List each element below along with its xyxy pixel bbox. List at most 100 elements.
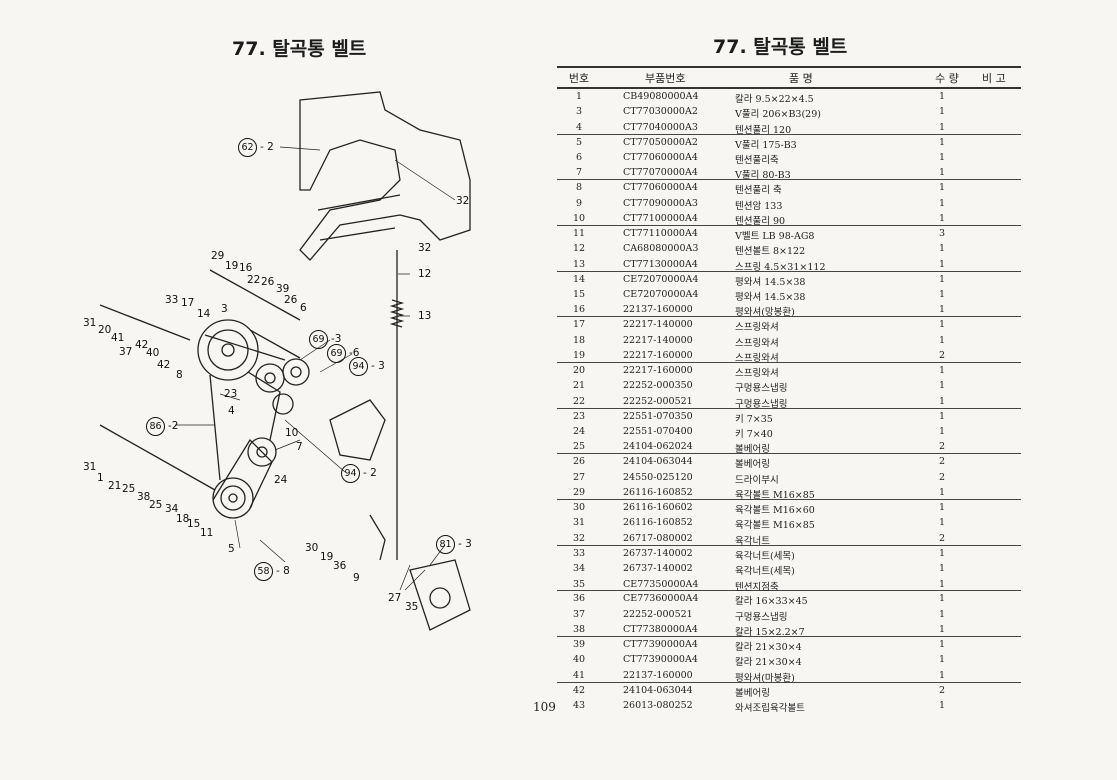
pulley-small — [282, 358, 310, 386]
cell-part-no: 22137-160000 — [623, 304, 693, 316]
callout-number: 26 — [261, 276, 275, 288]
cell-no: 24 — [572, 426, 586, 438]
callout-number: 42 — [157, 359, 171, 371]
cell-no: 34 — [572, 563, 586, 575]
cell-part-no: 26116-160852 — [623, 517, 693, 529]
callout-number: 14 — [197, 308, 211, 320]
cell-name: 텐션풀리축 — [735, 155, 779, 167]
cell-qty: 1 — [938, 547, 946, 559]
reference-callout: 86-2 — [146, 417, 178, 436]
cell-name: 텐션지점축 — [735, 581, 779, 593]
callout-number: 13 — [418, 310, 432, 322]
cell-no: 29 — [572, 487, 586, 499]
cell-qty: 1 — [938, 289, 946, 301]
callout-number: 25 — [149, 499, 163, 511]
cell-name: 칼라 15×2.2×7 — [735, 627, 805, 639]
callout-number: 20 — [98, 324, 112, 336]
cell-no: 21 — [572, 380, 586, 392]
cell-name: 칼라 21×30×4 — [735, 657, 802, 669]
cell-no: 22 — [572, 395, 586, 407]
cell-no: 26 — [572, 456, 586, 468]
callout-number: 31 — [83, 461, 97, 473]
cell-name: 텐션암 133 — [735, 200, 783, 212]
cell-part-no: CE72070000A4 — [623, 289, 699, 301]
reference-callout: 69-3 — [309, 330, 341, 349]
cell-qty: 1 — [938, 106, 946, 118]
cell-name: 스프링와셔 — [735, 337, 779, 349]
cell-name: 텐션볼트 8×122 — [735, 246, 806, 258]
reference-page-circle: 94 — [349, 357, 368, 376]
cell-qty: 1 — [938, 213, 946, 225]
cell-qty: 1 — [938, 121, 946, 133]
cell-name: 평와셔 14.5×38 — [735, 292, 806, 304]
spring — [389, 299, 405, 328]
callout-number: 17 — [181, 297, 195, 309]
cell-qty: 3 — [938, 228, 946, 240]
cell-name: 와셔조립육각볼트 — [735, 703, 805, 715]
cell-part-no: CA68080000A3 — [623, 243, 699, 255]
cell-name: 육각볼트 M16×85 — [735, 520, 815, 532]
table-row: 15 CE72070000A4 평와셔 14.5×38 1 — [557, 287, 1021, 304]
cell-part-no: 26116-160852 — [623, 487, 693, 499]
cell-no: 39 — [572, 639, 586, 651]
arm-lever — [369, 514, 386, 561]
v-belt — [204, 329, 301, 509]
tension-arm — [329, 399, 386, 461]
cell-no: 3 — [575, 106, 583, 118]
cell-qty: 1 — [938, 426, 946, 438]
callout-number: 7 — [296, 441, 303, 453]
cell-part-no: 22252-000350 — [623, 380, 693, 392]
reference-suffix: -3 — [331, 333, 342, 345]
cell-name: 구멍용스냅링 — [735, 398, 788, 410]
cell-no: 13 — [572, 258, 586, 270]
reference-page-circle: 62 — [238, 138, 257, 157]
cell-name: 볼베어링 — [735, 687, 770, 699]
reference-suffix: - 2 — [260, 141, 274, 153]
cell-no: 27 — [572, 471, 586, 483]
cell-part-no: CT77390000A4 — [623, 654, 698, 666]
callout-number: 19 — [225, 260, 239, 272]
cell-part-no: CT77040000A3 — [623, 121, 698, 133]
cell-part-no: CT77380000A4 — [623, 624, 698, 636]
cell-no: 37 — [572, 608, 586, 620]
cell-part-no: 22217-160000 — [623, 365, 693, 377]
cell-name: 키 7×35 — [735, 413, 773, 425]
cell-qty: 2 — [938, 471, 946, 483]
cell-name: 스프링와셔 — [735, 368, 779, 380]
cell-qty: 1 — [938, 258, 946, 270]
cell-qty: 1 — [938, 334, 946, 346]
cell-part-no: CT77060000A4 — [623, 182, 698, 194]
cell-qty: 1 — [938, 669, 946, 681]
callout-number: 8 — [176, 369, 183, 381]
exploded-parts-diagram — [99, 91, 471, 631]
cell-no: 38 — [572, 624, 586, 636]
cell-part-no: 22217-140000 — [623, 319, 693, 331]
cell-no: 20 — [572, 365, 586, 377]
callout-number: 37 — [119, 346, 133, 358]
cell-no: 23 — [572, 410, 586, 422]
cell-name: 텐션풀리 90 — [735, 216, 786, 228]
cell-part-no: 22217-160000 — [623, 350, 693, 362]
callout-number: 32 — [456, 195, 470, 207]
page-number: 109 — [533, 700, 556, 714]
cell-no: 15 — [572, 289, 586, 301]
callout-number: 39 — [276, 283, 290, 295]
frame-rail — [317, 194, 401, 241]
callout-number: 3 — [221, 303, 228, 315]
cell-qty: 1 — [938, 654, 946, 666]
cell-qty: 1 — [938, 410, 946, 422]
callout-number: 33 — [165, 294, 179, 306]
